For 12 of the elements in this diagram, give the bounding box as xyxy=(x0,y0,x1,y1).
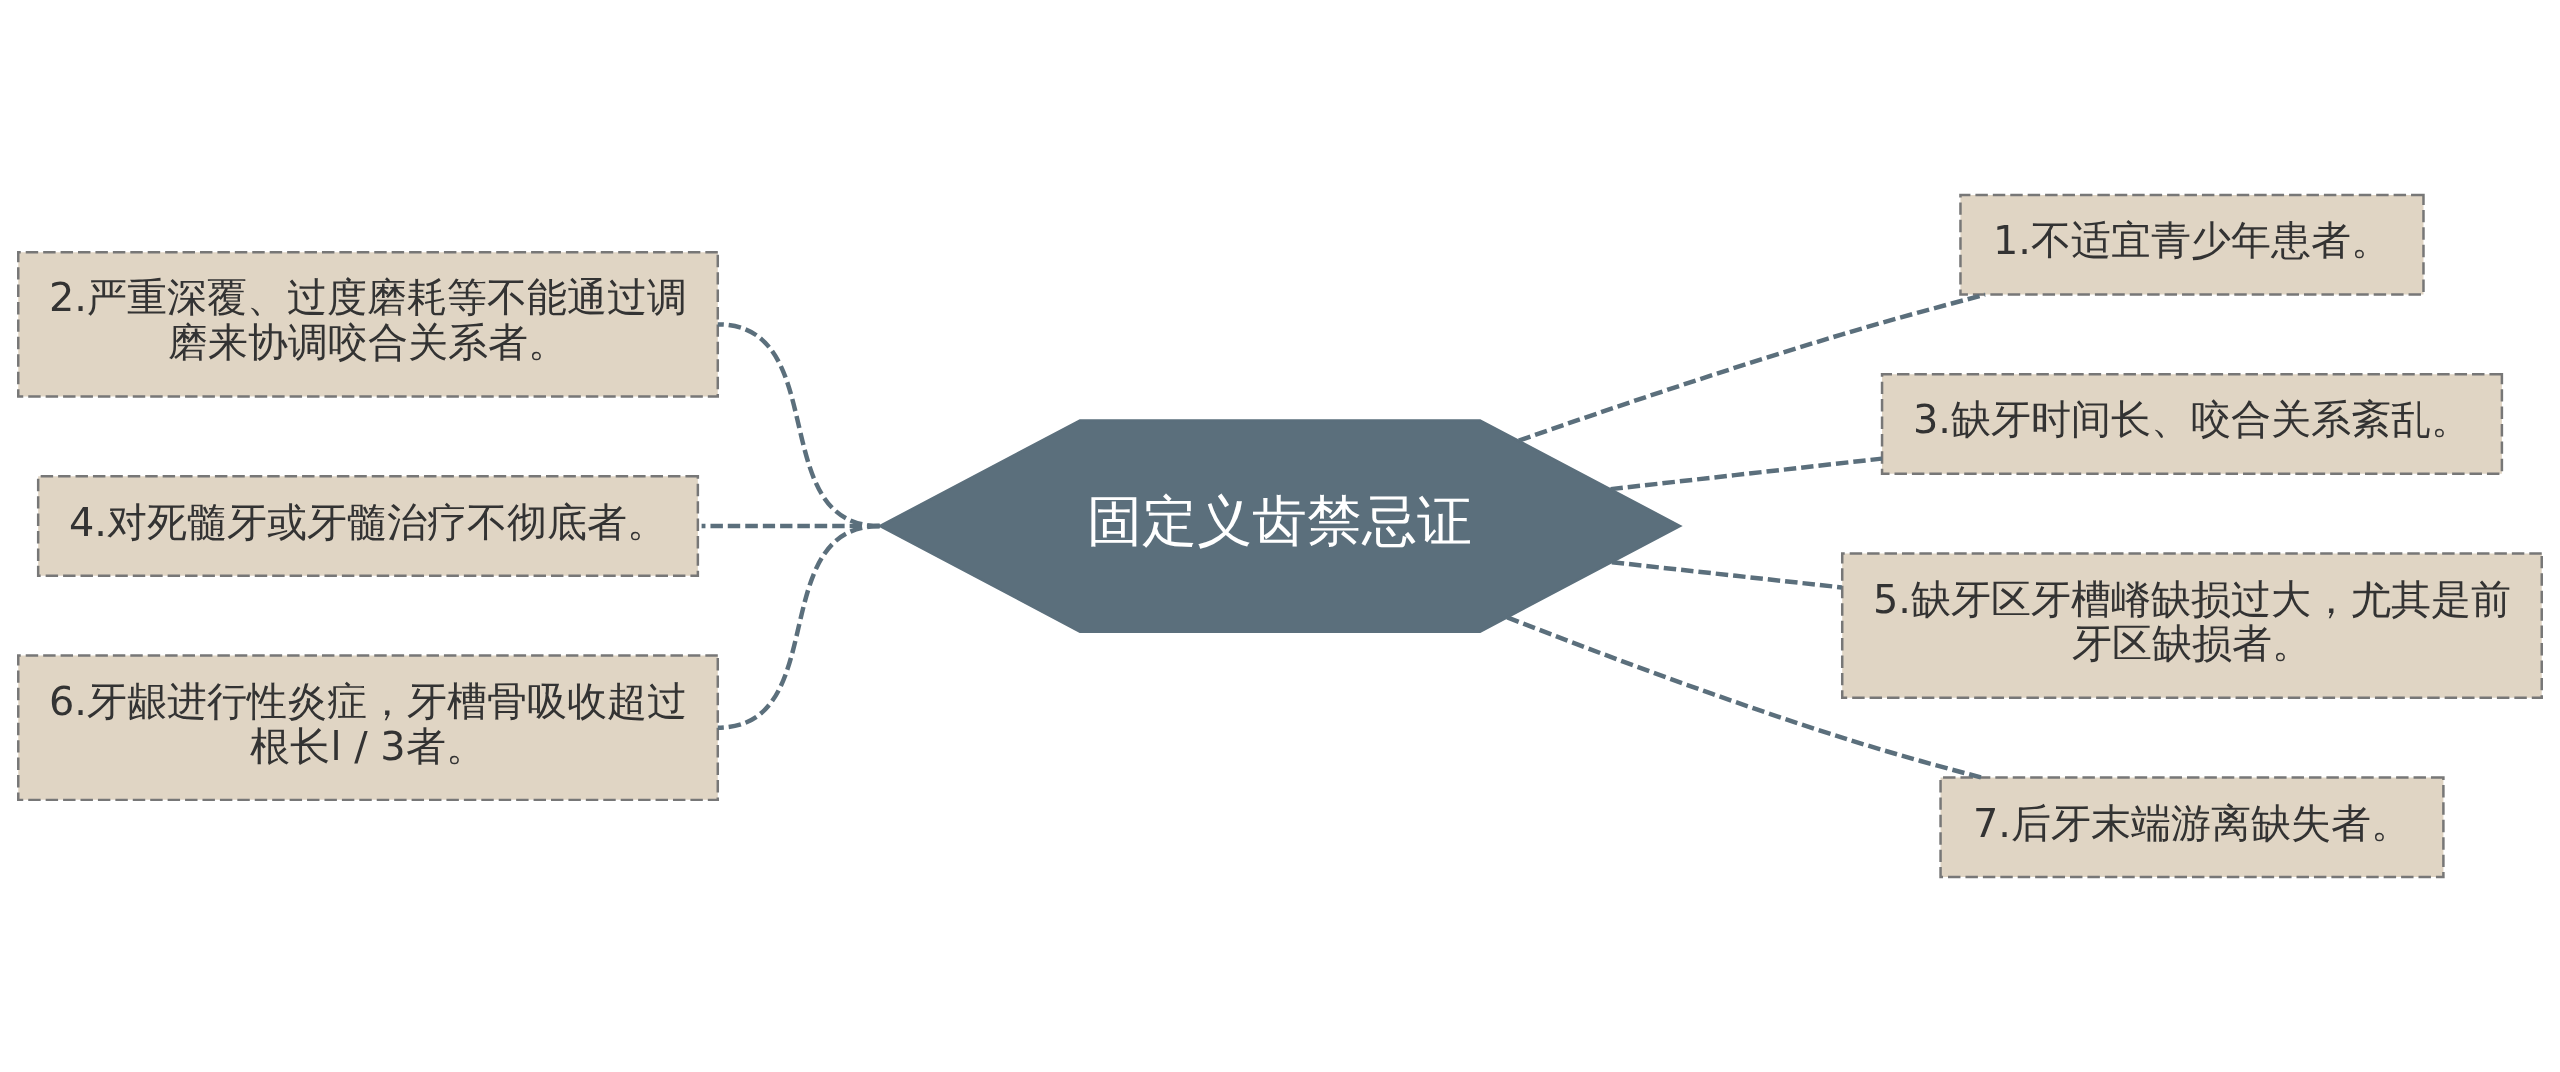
connector xyxy=(1610,456,1883,492)
node-box: 4.对死髓牙或牙髓治疗不彻底者。 xyxy=(36,475,700,578)
node-box: 1.不适宜青少年患者。 xyxy=(1959,193,2425,296)
node-box: 3.缺牙时间长、咬合关系紊乱。 xyxy=(1880,372,2504,475)
connector xyxy=(717,523,880,730)
node-box: 2.严重深覆、过度磨耗等不能通过调磨来协调咬合关系者。 xyxy=(17,250,720,398)
node-box: 7.后牙末端游离缺失者。 xyxy=(1939,776,2445,879)
connector xyxy=(1506,615,1982,780)
node-box: 5.缺牙区牙槽嵴缺损过大，尤其是前牙区缺损者。 xyxy=(1840,552,2543,700)
connector xyxy=(1518,292,1986,443)
node-box: 6.牙龈进行性炎症，牙槽骨吸收超过根长l / 3者。 xyxy=(17,654,720,802)
connector xyxy=(1611,560,1842,590)
